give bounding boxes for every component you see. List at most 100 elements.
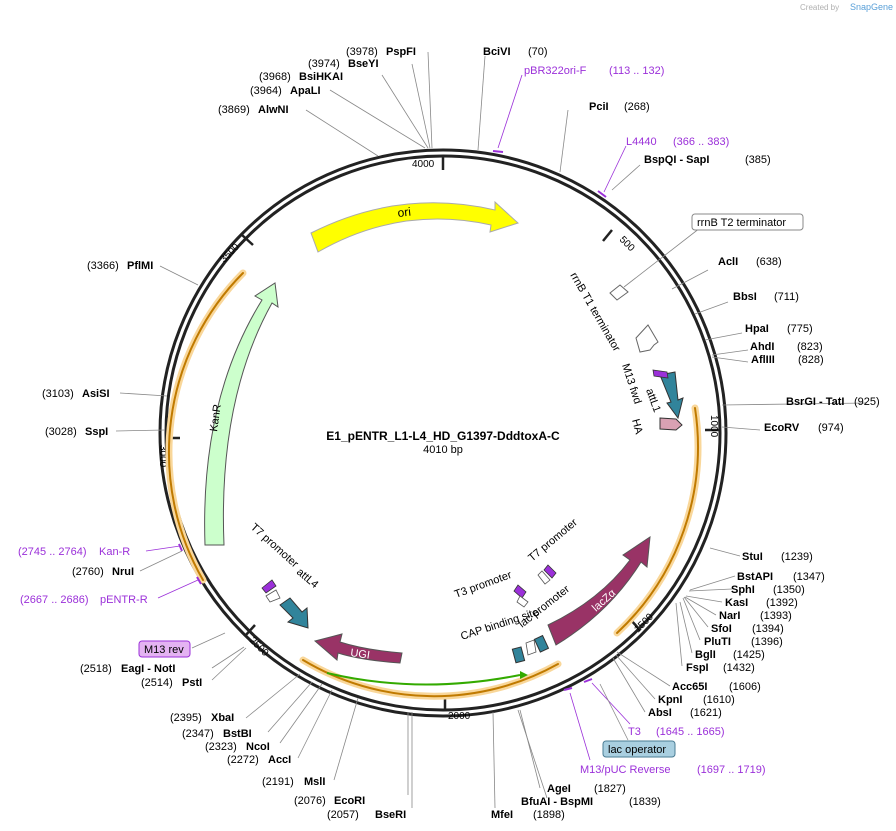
site-leaders xyxy=(115,51,868,809)
site-nari-pos: (1393) xyxy=(760,610,792,622)
site-bfuai: BfuAI - BspMI xyxy=(521,796,593,808)
site-bbsi: BbsI xyxy=(733,291,757,303)
site-apali: ApaLI xyxy=(290,85,321,97)
primer-pbr322ori-f: pBR322ori-F xyxy=(524,65,587,77)
site-agei-pos: (1827) xyxy=(594,783,626,795)
site-alwni: AlwNI xyxy=(258,104,289,116)
primer-marks xyxy=(178,150,607,691)
ugi-label: UGI xyxy=(350,647,371,662)
lac-operator-feature xyxy=(533,634,550,653)
lac-operator-leader xyxy=(599,683,629,741)
site-pcii: PciI xyxy=(589,101,609,113)
cap-site-feature xyxy=(511,646,526,664)
site-labels-bottom: AgeI (1827) BfuAI - BspMI (1839) MfeI (1… xyxy=(80,663,661,821)
attl1-feature xyxy=(659,371,684,420)
m13-rev-box-label: M13 rev xyxy=(144,644,184,656)
tick-500: 500 xyxy=(617,234,637,254)
site-sphi-pos: (1350) xyxy=(773,584,805,596)
site-bseri-pos: (2057) xyxy=(327,809,359,821)
site-bcivi: BciVI xyxy=(483,46,511,58)
site-nrui: NruI xyxy=(112,566,134,578)
site-bstapi: BstAPI xyxy=(737,571,773,583)
tick-1000: 1000 xyxy=(708,415,719,438)
site-labels-right: BciVI (70) PciI (268) BspQI - SapI (385)… xyxy=(483,46,880,719)
rrnb-t1-label: rrnB T1 terminator xyxy=(567,271,622,354)
lac-promoter-feature xyxy=(525,639,537,656)
site-kpni: KpnI xyxy=(658,694,682,706)
tick-marks xyxy=(165,155,720,711)
site-bsrgi-pos: (925) xyxy=(854,396,880,408)
site-pluti: PluTI xyxy=(704,636,731,648)
primer-kan-r: Kan-R xyxy=(99,546,130,558)
site-acli: AclI xyxy=(718,256,738,268)
site-ncoi-pos: (2323) xyxy=(205,741,237,753)
site-agei: AgeI xyxy=(547,783,571,795)
t7-left-label: T7 promoter xyxy=(248,521,301,570)
rrnb-t2-box-label: rrnB T2 terminator xyxy=(697,217,786,229)
site-ecori-pos: (2076) xyxy=(294,795,326,807)
site-sphi: SphI xyxy=(731,584,755,596)
orange-arcs xyxy=(165,269,702,700)
site-bsihkai-pos: (3968) xyxy=(259,71,291,83)
tick-3000: 3000 xyxy=(157,445,168,468)
attl1-label: attL1 xyxy=(643,387,663,414)
site-bstapi-pos: (1347) xyxy=(793,571,825,583)
m13-fwd-label: M13 fwd xyxy=(619,362,643,405)
site-pluti-pos: (1396) xyxy=(751,636,783,648)
site-acci: AccI xyxy=(268,754,291,766)
rrnb-t2-leader xyxy=(623,227,701,288)
site-bspqi-pos: (385) xyxy=(745,154,771,166)
site-asisi-pos: (3103) xyxy=(42,388,74,400)
t7-top-label: T7 promoter xyxy=(526,516,580,564)
tick-2000: 2000 xyxy=(448,711,471,722)
site-ahdi: AhdI xyxy=(750,341,774,353)
site-pspfi-pos: (3978) xyxy=(346,46,378,58)
m13-fwd-marker xyxy=(652,369,669,379)
site-stui-pos: (1239) xyxy=(781,551,813,563)
site-xbai: XbaI xyxy=(211,712,234,724)
site-bfuai-pos: (1839) xyxy=(629,796,661,808)
site-pflmi: PflMI xyxy=(127,260,153,272)
site-hpai: HpaI xyxy=(745,323,769,335)
site-sfoi: SfoI xyxy=(711,623,732,635)
site-bsihkai: BsiHKAI xyxy=(299,71,343,83)
primer-pentr-r: pENTR-R xyxy=(100,594,148,606)
m13-rev-box xyxy=(138,640,191,658)
site-hpai-pos: (775) xyxy=(787,323,813,335)
lac-operator-box-label: lac operator xyxy=(608,744,666,756)
rrnb-t2-feature xyxy=(609,284,629,301)
site-xbai-pos: (2395) xyxy=(170,712,202,724)
tick-4000: 4000 xyxy=(412,159,435,170)
green-arrow-head xyxy=(520,671,528,679)
ha-label: HA xyxy=(629,418,645,437)
primer-l4440: L4440 xyxy=(626,136,657,148)
primer-pbr322ori-f-range: (113 .. 132) xyxy=(609,65,664,77)
site-bstbi: BstBI xyxy=(223,728,252,740)
attl4-feature xyxy=(279,597,309,629)
site-stui: StuI xyxy=(742,551,763,563)
site-bgli: BglI xyxy=(695,649,716,661)
attl4-label: attL4 xyxy=(294,566,320,591)
t3-promoter xyxy=(516,595,529,608)
site-psti-pos: (2514) xyxy=(141,677,173,689)
site-bbsi-pos: (711) xyxy=(774,291,799,303)
site-eagi: EagI - NotI xyxy=(121,663,175,675)
site-bgli-pos: (1425) xyxy=(733,649,765,661)
t7-top-promoter xyxy=(537,570,551,585)
site-absi: AbsI xyxy=(648,707,672,719)
site-bseri: BseRI xyxy=(375,809,406,821)
site-msli: MslI xyxy=(304,776,325,788)
t7-top-marker xyxy=(543,564,557,579)
plasmid-size: 4010 bp xyxy=(423,444,463,456)
site-bseyi: BseYI xyxy=(348,58,379,70)
lacza-feature xyxy=(547,535,651,646)
m13-rev-leader xyxy=(191,632,226,649)
site-sspi: SspI xyxy=(85,426,108,438)
credit-text: Created by xyxy=(800,3,839,12)
site-apali-pos: (3964) xyxy=(250,85,282,97)
rrnb-t1-feature xyxy=(635,324,659,353)
backbone-outer xyxy=(158,148,728,718)
primer-leaders xyxy=(145,74,631,761)
site-fspi: FspI xyxy=(686,662,709,674)
